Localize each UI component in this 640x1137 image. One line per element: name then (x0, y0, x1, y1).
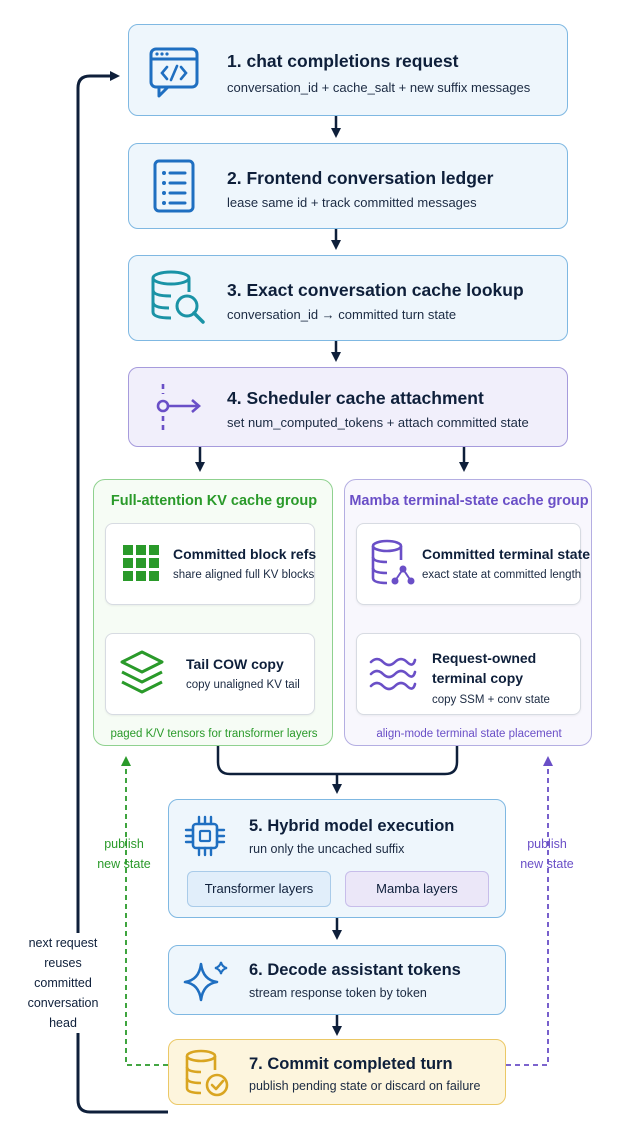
loop-label-line4: conversation (27, 996, 99, 1010)
step-3-lookup: 3. Exact conversation cache lookup conve… (128, 255, 568, 341)
publish-label-right-line2: new state (520, 857, 574, 871)
list-icon (153, 159, 195, 213)
full-attention-group: Full-attention KV cache group Committed … (93, 479, 333, 746)
publish-arrow-left (121, 756, 168, 1066)
step-2-ledger: 2. Frontend conversation ledger lease sa… (128, 143, 568, 229)
full-group-footer: paged K/V tensors for transformer layers (110, 728, 318, 740)
step-4-title: 4. Scheduler cache attachment (227, 388, 484, 408)
committed-terminal-state-title: Committed terminal state (422, 546, 591, 562)
loop-back-arrow (76, 71, 168, 1114)
tail-cow-copy-subtitle: copy unaligned KV tail (186, 679, 300, 691)
publish-label-left: publish new state (86, 834, 162, 874)
database-check-icon (185, 1049, 229, 1097)
mamba-group-title: Mamba terminal-state cache group (349, 493, 589, 509)
database-search-icon (151, 270, 205, 324)
full-group-title: Full-attention KV cache group (110, 493, 318, 509)
loop-label-line1: next request (28, 936, 98, 950)
step-5-title: 5. Hybrid model execution (249, 817, 455, 835)
step-4-subtitle: set num_computed_tokens + attach committ… (227, 415, 529, 430)
committed-terminal-state-box: Committed terminal state exact state at … (356, 523, 590, 605)
step-6-decode: 6. Decode assistant tokens stream respon… (168, 945, 506, 1015)
merge-connector (216, 746, 459, 776)
request-owned-copy-subtitle: copy SSM + conv state (432, 694, 550, 706)
step-4-scheduler: 4. Scheduler cache attachment set num_co… (128, 367, 568, 447)
step-7-subtitle: publish pending state or discard on fail… (249, 1079, 481, 1093)
waves-icon (369, 657, 417, 691)
transformer-layers-pill: Transformer layers (187, 871, 331, 907)
publish-label-left-line2: new state (97, 857, 151, 871)
step-5-hybrid-execution: 5. Hybrid model execution run only the u… (168, 799, 506, 918)
step-5-subtitle: run only the uncached suffix (249, 842, 405, 856)
tail-cow-copy-box: Tail COW copy copy unaligned KV tail (105, 633, 315, 715)
committed-block-refs-subtitle: share aligned full KV blocks (173, 569, 315, 581)
committed-block-refs-title: Committed block refs (173, 546, 317, 562)
code-window-icon (149, 47, 199, 98)
loop-label-line2: reuses (44, 956, 82, 970)
committed-block-refs-box: Committed block refs share aligned full … (105, 523, 317, 605)
step-3-title: 3. Exact conversation cache lookup (227, 280, 524, 300)
loop-label-line5: head (49, 1016, 77, 1030)
step-7-title: 7. Commit completed turn (249, 1055, 453, 1073)
layers-icon (120, 650, 164, 694)
step-7-commit: 7. Commit completed turn publish pending… (168, 1039, 506, 1105)
loop-label: next request reuses committed conversati… (20, 933, 106, 1033)
grid-blocks-icon (123, 545, 159, 581)
step-1-title: 1. chat completions request (227, 51, 459, 71)
step-1-request: 1. chat completions request conversation… (128, 24, 568, 116)
branch-arrow-icon (156, 384, 201, 432)
request-owned-copy-title-2: terminal copy (432, 670, 524, 686)
publish-label-right: publish new state (508, 834, 586, 874)
loop-label-line3: committed (34, 976, 92, 990)
tail-cow-copy-title: Tail COW copy (186, 656, 284, 672)
request-owned-copy-title-1: Request-owned (432, 650, 537, 666)
step-3-subtitle: conversation_id → committed turn state (227, 307, 457, 322)
step-6-subtitle: stream response token by token (249, 986, 427, 1000)
step-2-title: 2. Frontend conversation ledger (227, 168, 494, 188)
mamba-group: Mamba terminal-state cache group Committ… (344, 479, 592, 746)
mamba-layers-pill: Mamba layers (345, 871, 489, 907)
step-2-subtitle: lease same id + track committed messages (227, 195, 477, 210)
publish-label-left-line1: publish (104, 837, 144, 851)
step-1-subtitle: conversation_id + cache_salt + new suffi… (227, 80, 531, 95)
step-6-title: 6. Decode assistant tokens (249, 961, 461, 979)
publish-label-right-line1: publish (527, 837, 567, 851)
chip-icon (184, 815, 226, 857)
mamba-group-footer: align-mode terminal state placement (376, 728, 562, 740)
database-share-icon (371, 539, 415, 585)
committed-terminal-state-subtitle: exact state at committed length (422, 569, 582, 581)
sparkle-icon (183, 961, 228, 1002)
request-owned-copy-box: Request-owned terminal copy copy SSM + c… (356, 633, 581, 715)
publish-arrow-right (506, 756, 553, 1066)
